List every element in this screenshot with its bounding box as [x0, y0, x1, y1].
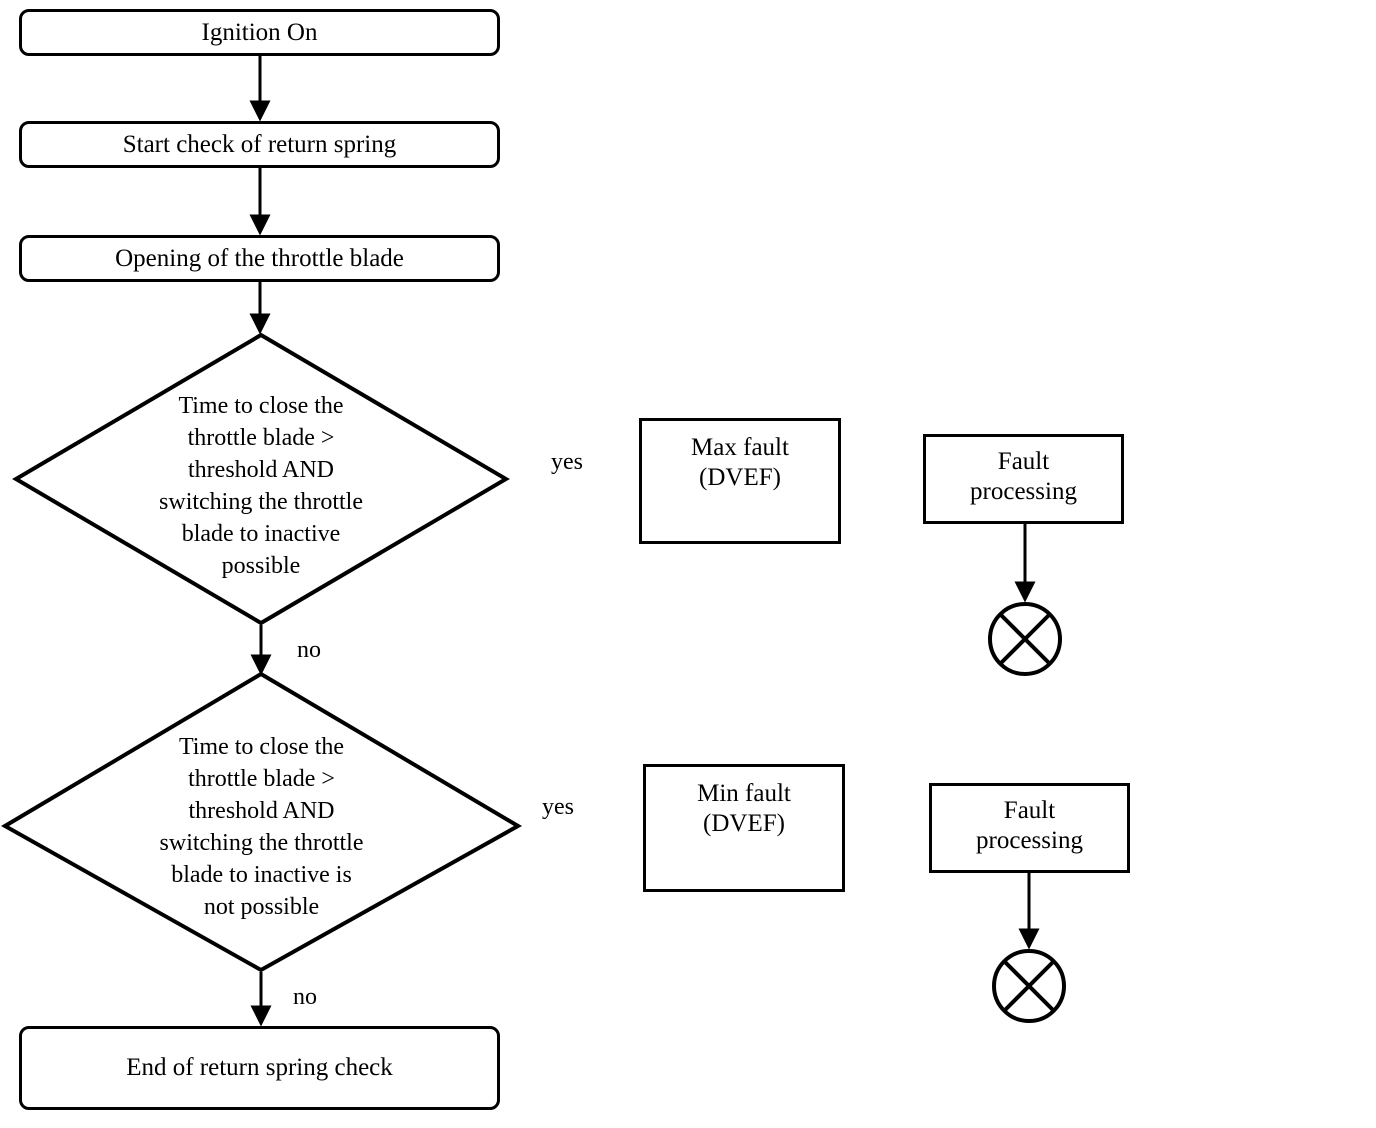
node-fault-processing-max[interactable]: Fault processing: [923, 434, 1124, 524]
node-decision-max-label: Time to close the throttle blade > thres…: [159, 393, 363, 579]
node-fault-processing-max-label: Fault processing: [970, 448, 1077, 505]
edge-label-min-yes: yes: [542, 794, 574, 820]
node-end-of-check-label: End of return spring check: [126, 1054, 393, 1081]
circle-x-icon: [988, 602, 1062, 676]
node-start-check[interactable]: Start check of return spring: [19, 121, 500, 168]
decision-max-shape: [12, 332, 510, 626]
circle-x-icon: [992, 949, 1066, 1023]
node-decision-min-label: Time to close the throttle blade > thres…: [159, 734, 364, 920]
node-decision-max[interactable]: Time to close the throttle blade > thres…: [12, 332, 510, 626]
decision-min-shape: [1, 671, 523, 973]
edge-label-max-no: no: [297, 637, 321, 663]
node-fault-processing-min[interactable]: Fault processing: [929, 783, 1130, 873]
node-opening-throttle-blade[interactable]: Opening of the throttle blade: [19, 235, 500, 282]
node-min-fault[interactable]: Min fault (DVEF): [643, 764, 845, 892]
node-max-fault-label: Max fault (DVEF): [691, 434, 789, 491]
edge-label-max-yes: yes: [551, 449, 583, 475]
node-terminator-min[interactable]: [990, 947, 1068, 1025]
node-ignition-on[interactable]: Ignition On: [19, 9, 500, 56]
node-max-fault[interactable]: Max fault (DVEF): [639, 418, 841, 544]
node-min-fault-label: Min fault (DVEF): [697, 780, 791, 837]
edge-label-min-no: no: [293, 984, 317, 1010]
node-start-check-label: Start check of return spring: [122, 130, 397, 158]
node-decision-min[interactable]: Time to close the throttle blade > thres…: [1, 671, 523, 973]
node-terminator-max[interactable]: [986, 600, 1064, 678]
node-fault-processing-min-label: Fault processing: [976, 797, 1083, 854]
node-end-of-check[interactable]: End of return spring check: [19, 1026, 500, 1110]
node-opening-throttle-blade-label: Opening of the throttle blade: [115, 244, 404, 272]
node-ignition-on-label: Ignition On: [201, 18, 318, 46]
